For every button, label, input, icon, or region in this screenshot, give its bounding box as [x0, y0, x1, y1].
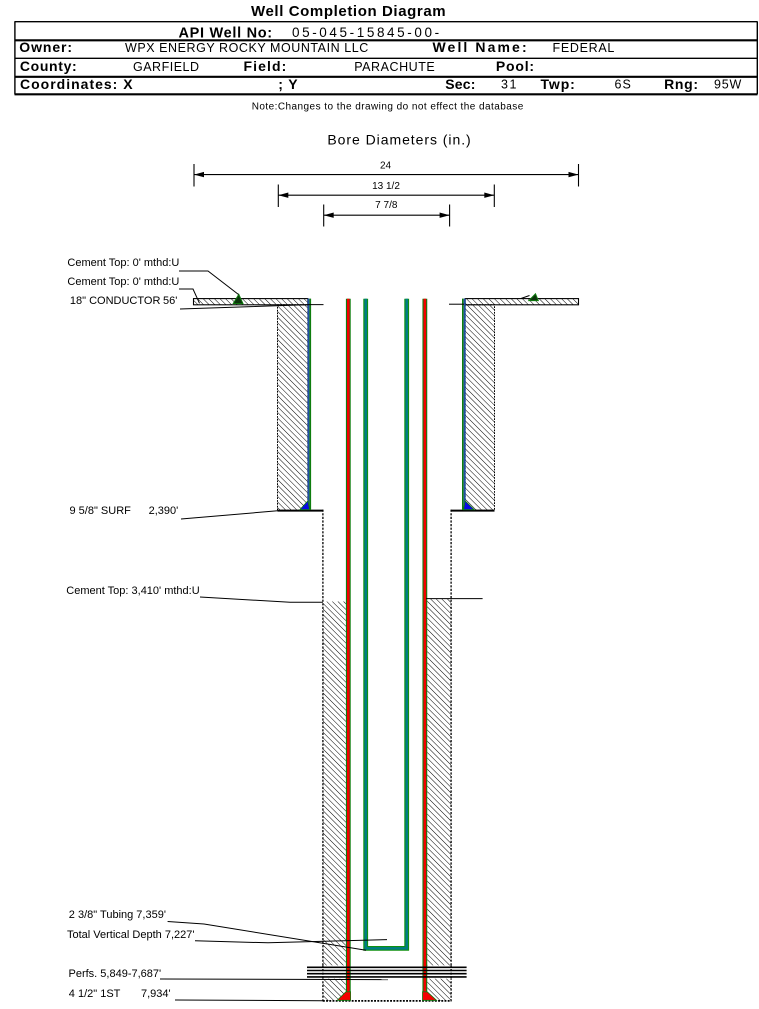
svg-text:API Well No:: API Well No: [179, 26, 273, 42]
svg-text:05-045-15845-00-: 05-045-15845-00- [292, 25, 442, 40]
svg-text:County:: County: [20, 58, 77, 74]
svg-text:GARFIELD: GARFIELD [133, 60, 200, 74]
svg-text:13 1/2: 13 1/2 [372, 181, 400, 192]
svg-text:7,934': 7,934' [141, 988, 171, 1000]
svg-text:Cement Top: 3,410' mthd:U: Cement Top: 3,410' mthd:U [66, 585, 199, 597]
svg-text:Well Name:: Well Name: [433, 39, 529, 55]
svg-text:; Y: ; Y [278, 76, 298, 92]
svg-text:6S: 6S [615, 78, 632, 92]
svg-text:2 3/8" Tubing 7,359': 2 3/8" Tubing 7,359' [69, 909, 166, 921]
svg-text:Twp:: Twp: [541, 76, 576, 92]
svg-text:Well Completion Diagram: Well Completion Diagram [251, 3, 446, 20]
svg-text:Coordinates: X: Coordinates: X [20, 76, 134, 92]
svg-text:PARACHUTE: PARACHUTE [354, 60, 435, 74]
svg-text:Rng:: Rng: [664, 76, 699, 92]
svg-text:Pool:: Pool: [496, 58, 535, 74]
svg-text:Sec:: Sec: [445, 76, 475, 92]
svg-text:WPX ENERGY ROCKY MOUNTAIN LLC: WPX ENERGY ROCKY MOUNTAIN LLC [125, 41, 369, 55]
svg-text:Note:Changes to the drawing do: Note:Changes to the drawing do not effec… [252, 102, 524, 113]
svg-text:Perfs. 5,849-7,687': Perfs. 5,849-7,687' [69, 968, 162, 980]
svg-text:Cement Top: 0' mthd:U: Cement Top: 0' mthd:U [67, 257, 179, 269]
svg-text:24: 24 [380, 161, 392, 172]
svg-text:Field:: Field: [244, 58, 288, 74]
svg-text:2,390': 2,390' [149, 505, 179, 517]
svg-text:Bore Diameters (in.): Bore Diameters (in.) [327, 132, 471, 148]
svg-text:9 5/8" SURF: 9 5/8" SURF [70, 505, 132, 517]
svg-text:Owner:: Owner: [19, 39, 73, 55]
svg-text:Total Vertical Depth 7,227': Total Vertical Depth 7,227' [67, 929, 194, 941]
svg-text:95W: 95W [714, 78, 742, 92]
svg-text:Cement Top: 0' mthd:U: Cement Top: 0' mthd:U [67, 276, 179, 288]
svg-text:FEDERAL: FEDERAL [553, 41, 616, 55]
svg-text:4 1/2" 1ST: 4 1/2" 1ST [69, 988, 121, 1000]
svg-text:7 7/8: 7 7/8 [375, 200, 398, 211]
svg-text:18" CONDUCTOR: 18" CONDUCTOR [70, 295, 161, 307]
svg-text:31: 31 [501, 78, 518, 92]
svg-text:56': 56' [163, 295, 177, 307]
